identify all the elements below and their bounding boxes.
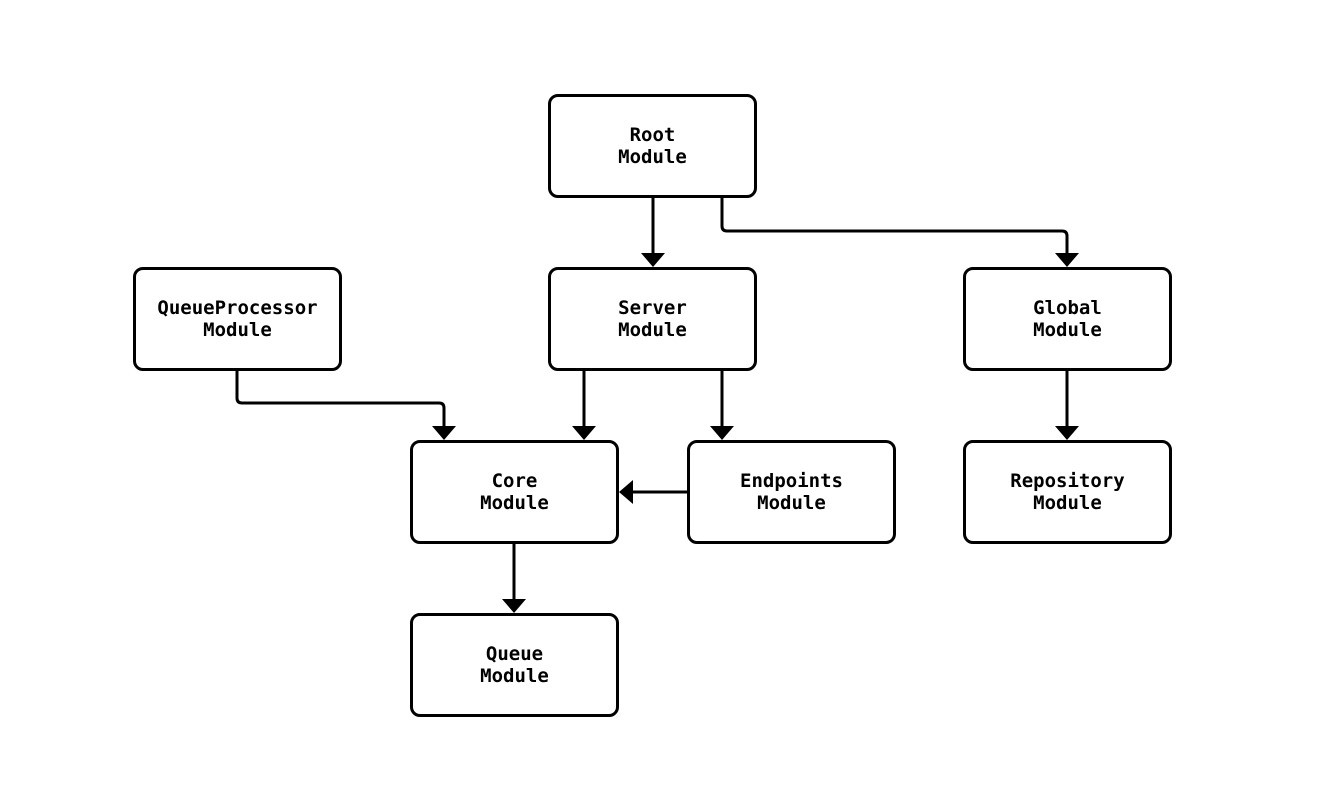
edge-root-server — [641, 198, 665, 267]
arrowhead-server-core — [572, 426, 596, 440]
arrowhead-core-queue — [502, 599, 526, 613]
node-core-module-name: Core — [491, 470, 538, 492]
node-queue-module: Queue Module — [410, 613, 619, 717]
node-repository-module-name: Repository — [1010, 470, 1125, 492]
arrowhead-global-repository — [1055, 426, 1079, 440]
edge-queueprocessor-core-line — [235, 371, 446, 426]
node-global-module-suffix: Module — [1033, 319, 1102, 341]
edge-root-global — [720, 198, 1079, 267]
edge-server-core — [572, 371, 596, 440]
node-queue-module-suffix: Module — [480, 665, 549, 687]
node-repository-module-suffix: Module — [1033, 492, 1102, 514]
edge-root-global-line — [720, 198, 1069, 253]
arrowhead-server-endpoints — [710, 426, 734, 440]
arrowhead-root-global — [1055, 253, 1079, 267]
node-repository-module: Repository Module — [963, 440, 1172, 544]
node-server-module: Server Module — [548, 267, 757, 371]
node-root-module-name: Root — [629, 124, 676, 146]
edge-queueprocessor-core — [235, 371, 456, 440]
node-root-module-suffix: Module — [618, 146, 687, 168]
edge-core-queue — [502, 544, 526, 613]
node-server-module-suffix: Module — [618, 319, 687, 341]
node-root-module: Root Module — [548, 94, 757, 198]
edge-endpoints-core — [619, 480, 687, 504]
arrowhead-endpoints-core — [619, 480, 633, 504]
node-endpoints-module: Endpoints Module — [687, 440, 896, 544]
edge-global-repository — [1055, 371, 1079, 440]
node-global-module-name: Global — [1033, 297, 1102, 319]
node-queueprocessor-module-name: QueueProcessor — [157, 297, 318, 319]
node-queueprocessor-module-suffix: Module — [203, 319, 272, 341]
edge-server-endpoints — [710, 371, 734, 440]
node-queueprocessor-module: QueueProcessor Module — [133, 267, 342, 371]
node-server-module-name: Server — [618, 297, 687, 319]
arrowhead-queueprocessor-core — [432, 426, 456, 440]
node-endpoints-module-suffix: Module — [757, 492, 826, 514]
node-global-module: Global Module — [963, 267, 1172, 371]
node-endpoints-module-name: Endpoints — [740, 470, 843, 492]
node-core-module: Core Module — [410, 440, 619, 544]
node-core-module-suffix: Module — [480, 492, 549, 514]
node-queue-module-name: Queue — [485, 643, 544, 665]
arrowhead-root-server — [641, 253, 665, 267]
